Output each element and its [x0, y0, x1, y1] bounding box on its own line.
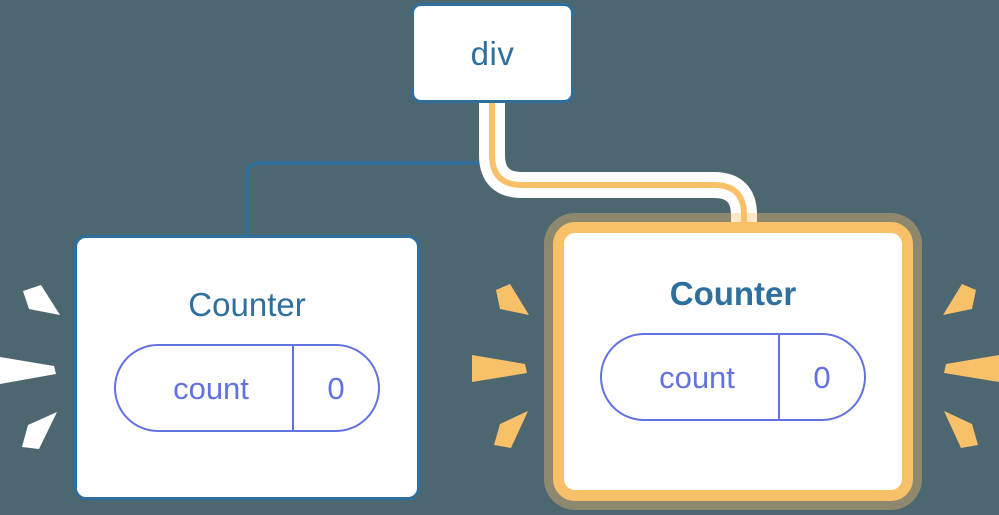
- state-key: count: [173, 370, 249, 406]
- node-counter-right[interactable]: Counter count 0: [553, 222, 913, 501]
- spark-group-counter-right-left: [472, 284, 529, 448]
- node-counter-right-label: Counter: [669, 275, 797, 312]
- node-counter-left[interactable]: Counter count 0: [74, 235, 420, 500]
- spark-icon: [22, 412, 57, 449]
- edge-div-to-counter-left: [245, 103, 494, 235]
- spark-icon: [944, 355, 999, 382]
- edge-div-to-counter-right: [489, 103, 747, 233]
- state-pill-counter-left: count 0: [114, 344, 380, 432]
- spark-group-counter-left: [0, 285, 60, 449]
- spark-icon: [472, 355, 527, 382]
- spark-icon: [23, 285, 60, 315]
- node-div-label: div: [470, 34, 515, 72]
- state-value: 0: [292, 346, 378, 430]
- state-value: 0: [778, 335, 864, 419]
- spark-group-counter-right-right: [943, 284, 999, 448]
- spark-icon: [496, 284, 529, 315]
- spark-icon: [0, 357, 56, 384]
- spark-icon: [943, 284, 976, 315]
- node-div[interactable]: div: [411, 3, 574, 103]
- spark-icon: [944, 411, 978, 448]
- edge-halo-div-to-counter-right: [479, 103, 757, 233]
- state-key: count: [659, 359, 735, 395]
- node-counter-left-label: Counter: [188, 286, 306, 323]
- state-pill-counter-right: count 0: [600, 333, 866, 421]
- spark-icon: [494, 411, 528, 448]
